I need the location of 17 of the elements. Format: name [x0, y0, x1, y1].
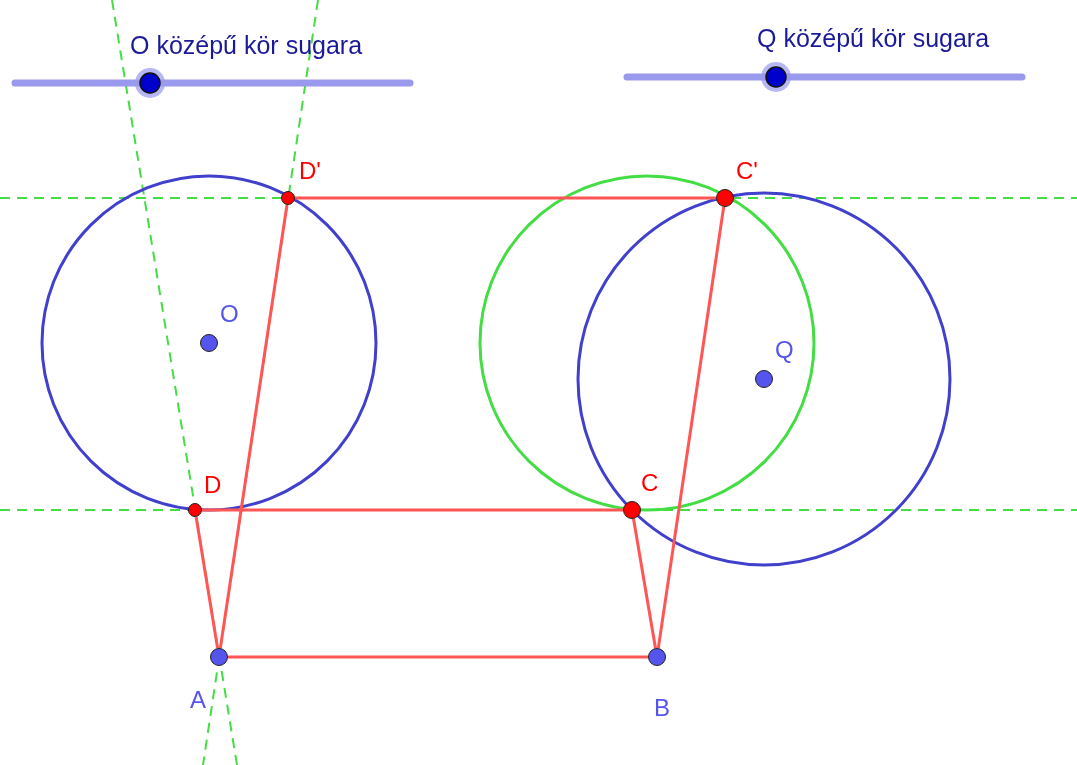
- line-segment: [295, 196, 716, 200]
- point-label: C: [641, 471, 659, 495]
- point-label: O: [220, 302, 239, 326]
- point-label: Q: [775, 338, 794, 362]
- line-segment: [218, 204, 289, 649]
- point-label: D': [299, 159, 321, 183]
- line-segment: [632, 518, 657, 649]
- line-segment: [202, 508, 623, 512]
- slider-title: O középű kör sugara: [130, 33, 363, 58]
- point-label: C': [736, 159, 758, 183]
- line-segment: [194, 516, 220, 649]
- point-label: A: [190, 688, 206, 712]
- slider-title: Q középű kör sugara: [757, 26, 990, 51]
- line-segment: [228, 655, 648, 659]
- point-label: D: [204, 473, 222, 497]
- point-label: B: [654, 696, 670, 720]
- line-segment: [656, 206, 726, 649]
